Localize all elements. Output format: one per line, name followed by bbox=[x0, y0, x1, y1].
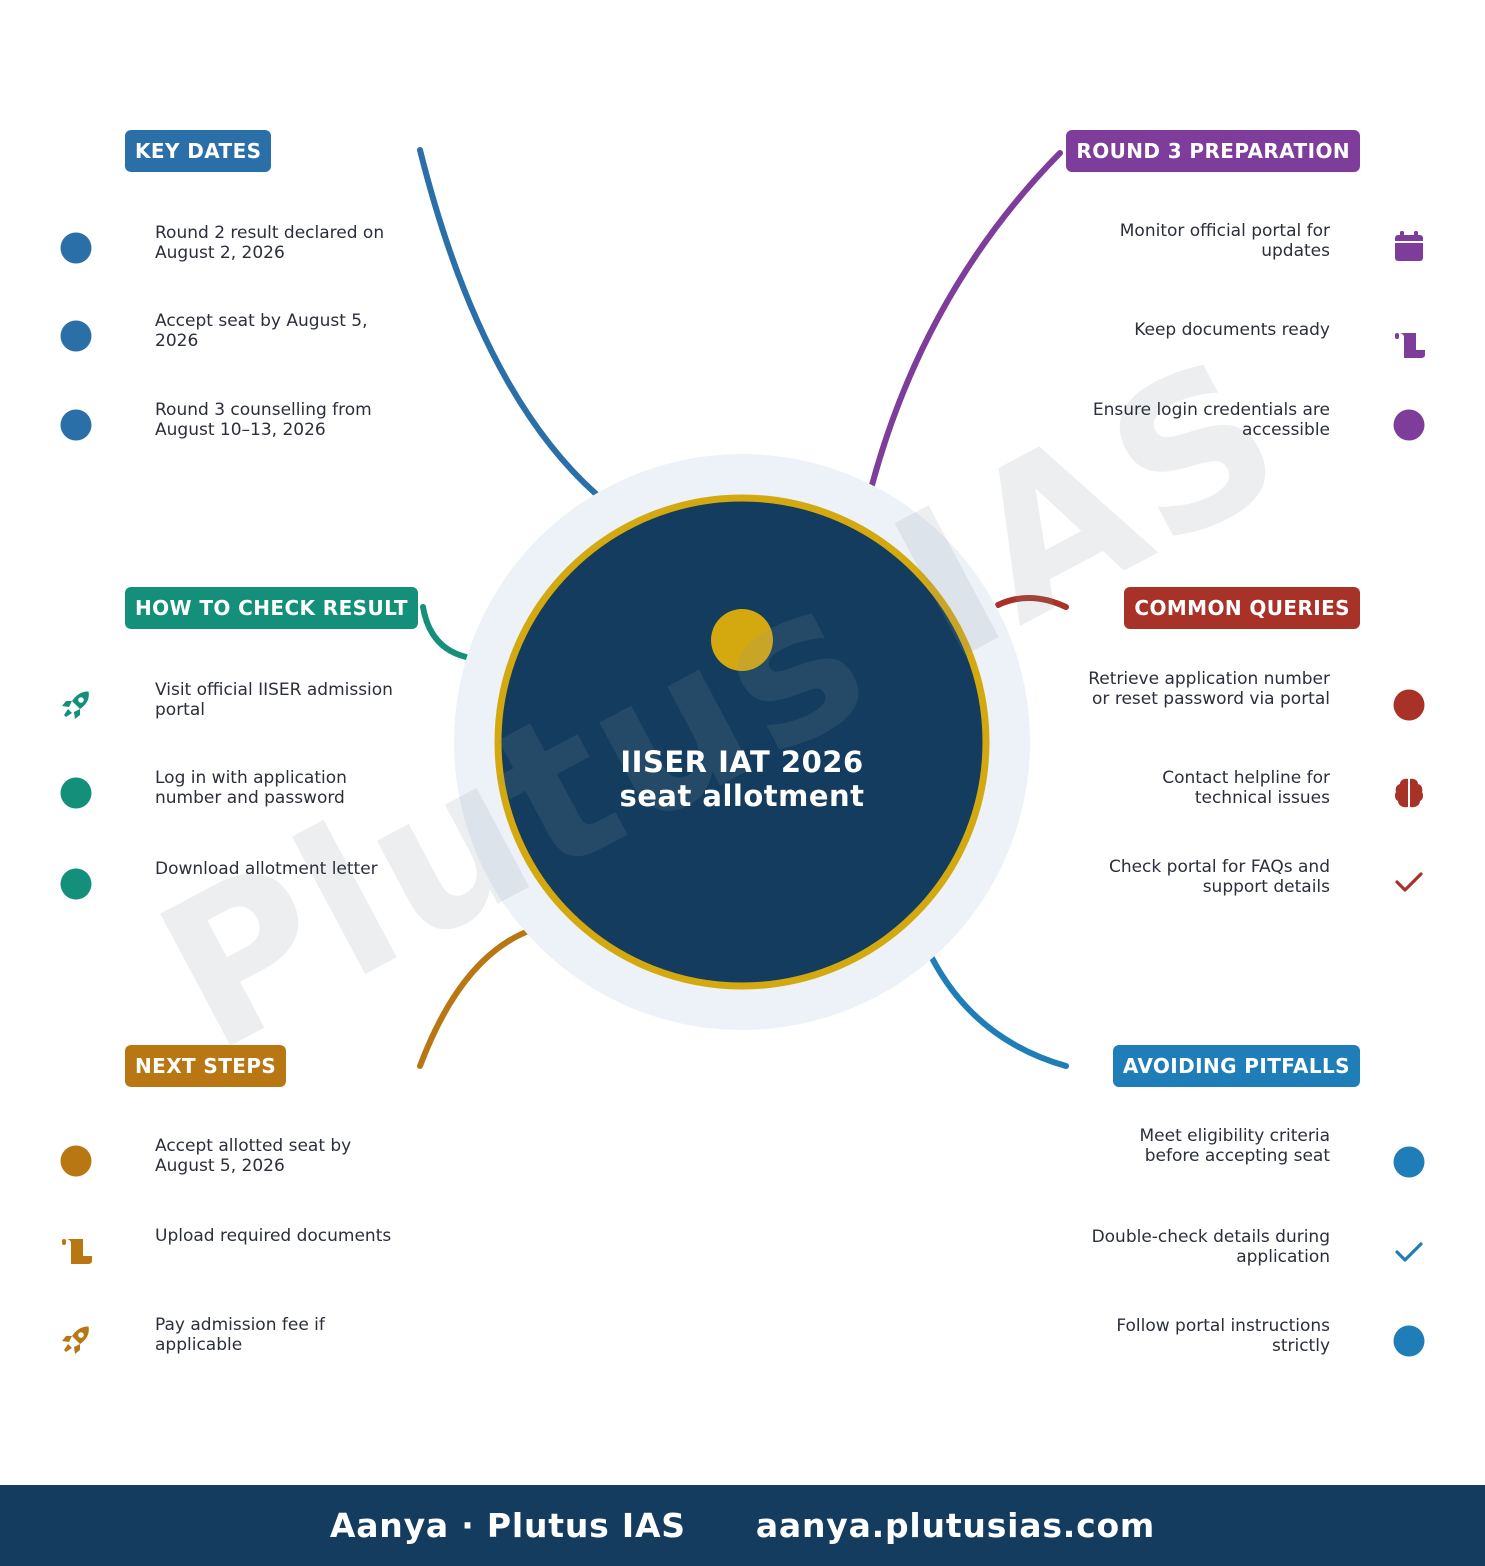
footer-link[interactable]: aanya.plutusias.com bbox=[755, 1506, 1156, 1545]
item-text: Round 3 counselling from August 10–13, 2… bbox=[155, 400, 372, 440]
connector-next-steps bbox=[417, 929, 529, 1069]
branch-common-queries: COMMON QUERIES Retrieve application numb… bbox=[1060, 587, 1425, 907]
list-item: Retrieve application number or reset pas… bbox=[1060, 669, 1425, 729]
dot-icon bbox=[59, 776, 93, 810]
check-icon bbox=[1392, 865, 1426, 899]
list-item: Upload required documents bbox=[62, 1226, 425, 1286]
list-item: Monitor official portal for updates bbox=[1060, 221, 1423, 281]
center-node bbox=[494, 494, 990, 990]
list-item: Round 2 result declared on August 2, 202… bbox=[60, 223, 425, 283]
center-dot-icon bbox=[711, 609, 773, 671]
mindmap-canvas: Plutus IAS bbox=[125, 147, 1320, 1098]
list-item: Round 3 counselling from August 10–13, 2… bbox=[60, 400, 425, 460]
connector-avoiding-pitfalls bbox=[929, 955, 1069, 1069]
list-item: Contact helpline for technical issues bbox=[1060, 768, 1424, 828]
dot-icon bbox=[1392, 1145, 1426, 1179]
item-text: Keep documents ready bbox=[1134, 320, 1330, 340]
dot-icon bbox=[59, 867, 93, 901]
center-title: IISER IAT 2026 seat allotment bbox=[542, 745, 942, 813]
branch-avoiding-pitfalls: AVOIDING PITFALLS Meet eligibility crite… bbox=[1060, 1045, 1425, 1365]
center-title-line2: seat allotment bbox=[619, 779, 865, 813]
list-item: Meet eligibility criteria before accepti… bbox=[1060, 1126, 1425, 1186]
branch-header-avoiding-pitfalls: AVOIDING PITFALLS bbox=[1112, 1045, 1360, 1087]
center-title-line1: IISER IAT 2026 bbox=[620, 745, 864, 779]
item-text: Ensure login credentials are accessible bbox=[1092, 400, 1330, 440]
list-item: Pay admission fee if applicable bbox=[62, 1315, 425, 1375]
footer-bar: Aanya · Plutus IAS aanya.plutusias.com bbox=[0, 1485, 1485, 1566]
connector-key-dates bbox=[417, 147, 599, 497]
scroll-icon bbox=[59, 1234, 93, 1268]
item-text: Retrieve application number or reset pas… bbox=[1088, 669, 1330, 709]
item-text: Download allotment letter bbox=[155, 859, 378, 879]
dot-icon bbox=[1392, 1324, 1426, 1358]
dot-icon bbox=[59, 319, 93, 353]
item-text: Double-check details during application bbox=[1091, 1227, 1330, 1267]
footer-author: Aanya · Plutus IAS bbox=[329, 1506, 686, 1545]
list-item: Log in with application number and passw… bbox=[60, 768, 425, 828]
item-text: Accept allotted seat by August 5, 2026 bbox=[155, 1136, 352, 1176]
item-text: Upload required documents bbox=[155, 1226, 392, 1246]
list-item: Ensure login credentials are accessible bbox=[1060, 400, 1425, 460]
item-text: Check portal for FAQs and support detail… bbox=[1108, 857, 1330, 897]
item-text: Pay admission fee if applicable bbox=[155, 1315, 325, 1355]
list-item: Visit official IISER admission portal bbox=[62, 680, 425, 740]
list-item: Double-check details during application bbox=[1060, 1227, 1423, 1287]
brain-icon bbox=[1392, 776, 1426, 810]
item-text: Meet eligibility criteria before accepti… bbox=[1139, 1126, 1330, 1166]
list-item: Check portal for FAQs and support detail… bbox=[1060, 857, 1423, 917]
branch-how-to-check: HOW TO CHECK RESULT Visit official IISER… bbox=[60, 587, 425, 907]
list-item: Download allotment letter bbox=[60, 859, 425, 919]
check-icon bbox=[1392, 1235, 1426, 1269]
item-text: Log in with application number and passw… bbox=[155, 768, 347, 808]
branch-round3-prep: ROUND 3 PREPARATION Monitor official por… bbox=[1060, 130, 1425, 450]
connector-common-queries bbox=[995, 594, 1069, 610]
connector-round3-prep bbox=[869, 150, 1063, 488]
list-item: Follow portal instructions strictly bbox=[1060, 1316, 1425, 1376]
dot-icon bbox=[59, 1144, 93, 1178]
item-text: Round 2 result declared on August 2, 202… bbox=[155, 223, 385, 263]
rocket-icon bbox=[59, 688, 93, 722]
branch-header-key-dates: KEY DATES bbox=[125, 130, 272, 172]
list-item: Accept allotted seat by August 5, 2026 bbox=[60, 1136, 425, 1196]
dot-icon bbox=[1392, 688, 1426, 722]
dot-icon bbox=[1392, 408, 1426, 442]
branch-header-next-steps: NEXT STEPS bbox=[125, 1045, 287, 1087]
branch-header-common-queries: COMMON QUERIES bbox=[1124, 587, 1360, 629]
item-text: Monitor official portal for updates bbox=[1119, 221, 1330, 261]
scroll-icon bbox=[1392, 328, 1426, 362]
item-text: Follow portal instructions strictly bbox=[1116, 1316, 1330, 1356]
dot-icon bbox=[59, 408, 93, 442]
branch-key-dates: KEY DATES Round 2 result declared on Aug… bbox=[60, 130, 425, 450]
list-item: Accept seat by August 5, 2026 bbox=[60, 311, 425, 371]
dot-icon bbox=[59, 231, 93, 265]
calendar-icon bbox=[1392, 229, 1426, 263]
rocket-icon bbox=[59, 1323, 93, 1357]
branch-next-steps: NEXT STEPS Accept allotted seat by Augus… bbox=[60, 1045, 425, 1365]
list-item: Keep documents ready bbox=[1060, 320, 1425, 380]
item-text: Contact helpline for technical issues bbox=[1162, 768, 1330, 808]
item-text: Visit official IISER admission portal bbox=[155, 680, 393, 720]
branch-header-how-to-check: HOW TO CHECK RESULT bbox=[125, 587, 418, 629]
connector-how-to-check bbox=[420, 604, 469, 660]
item-text: Accept seat by August 5, 2026 bbox=[155, 311, 368, 351]
branch-header-round3-prep: ROUND 3 PREPARATION bbox=[1066, 130, 1360, 172]
